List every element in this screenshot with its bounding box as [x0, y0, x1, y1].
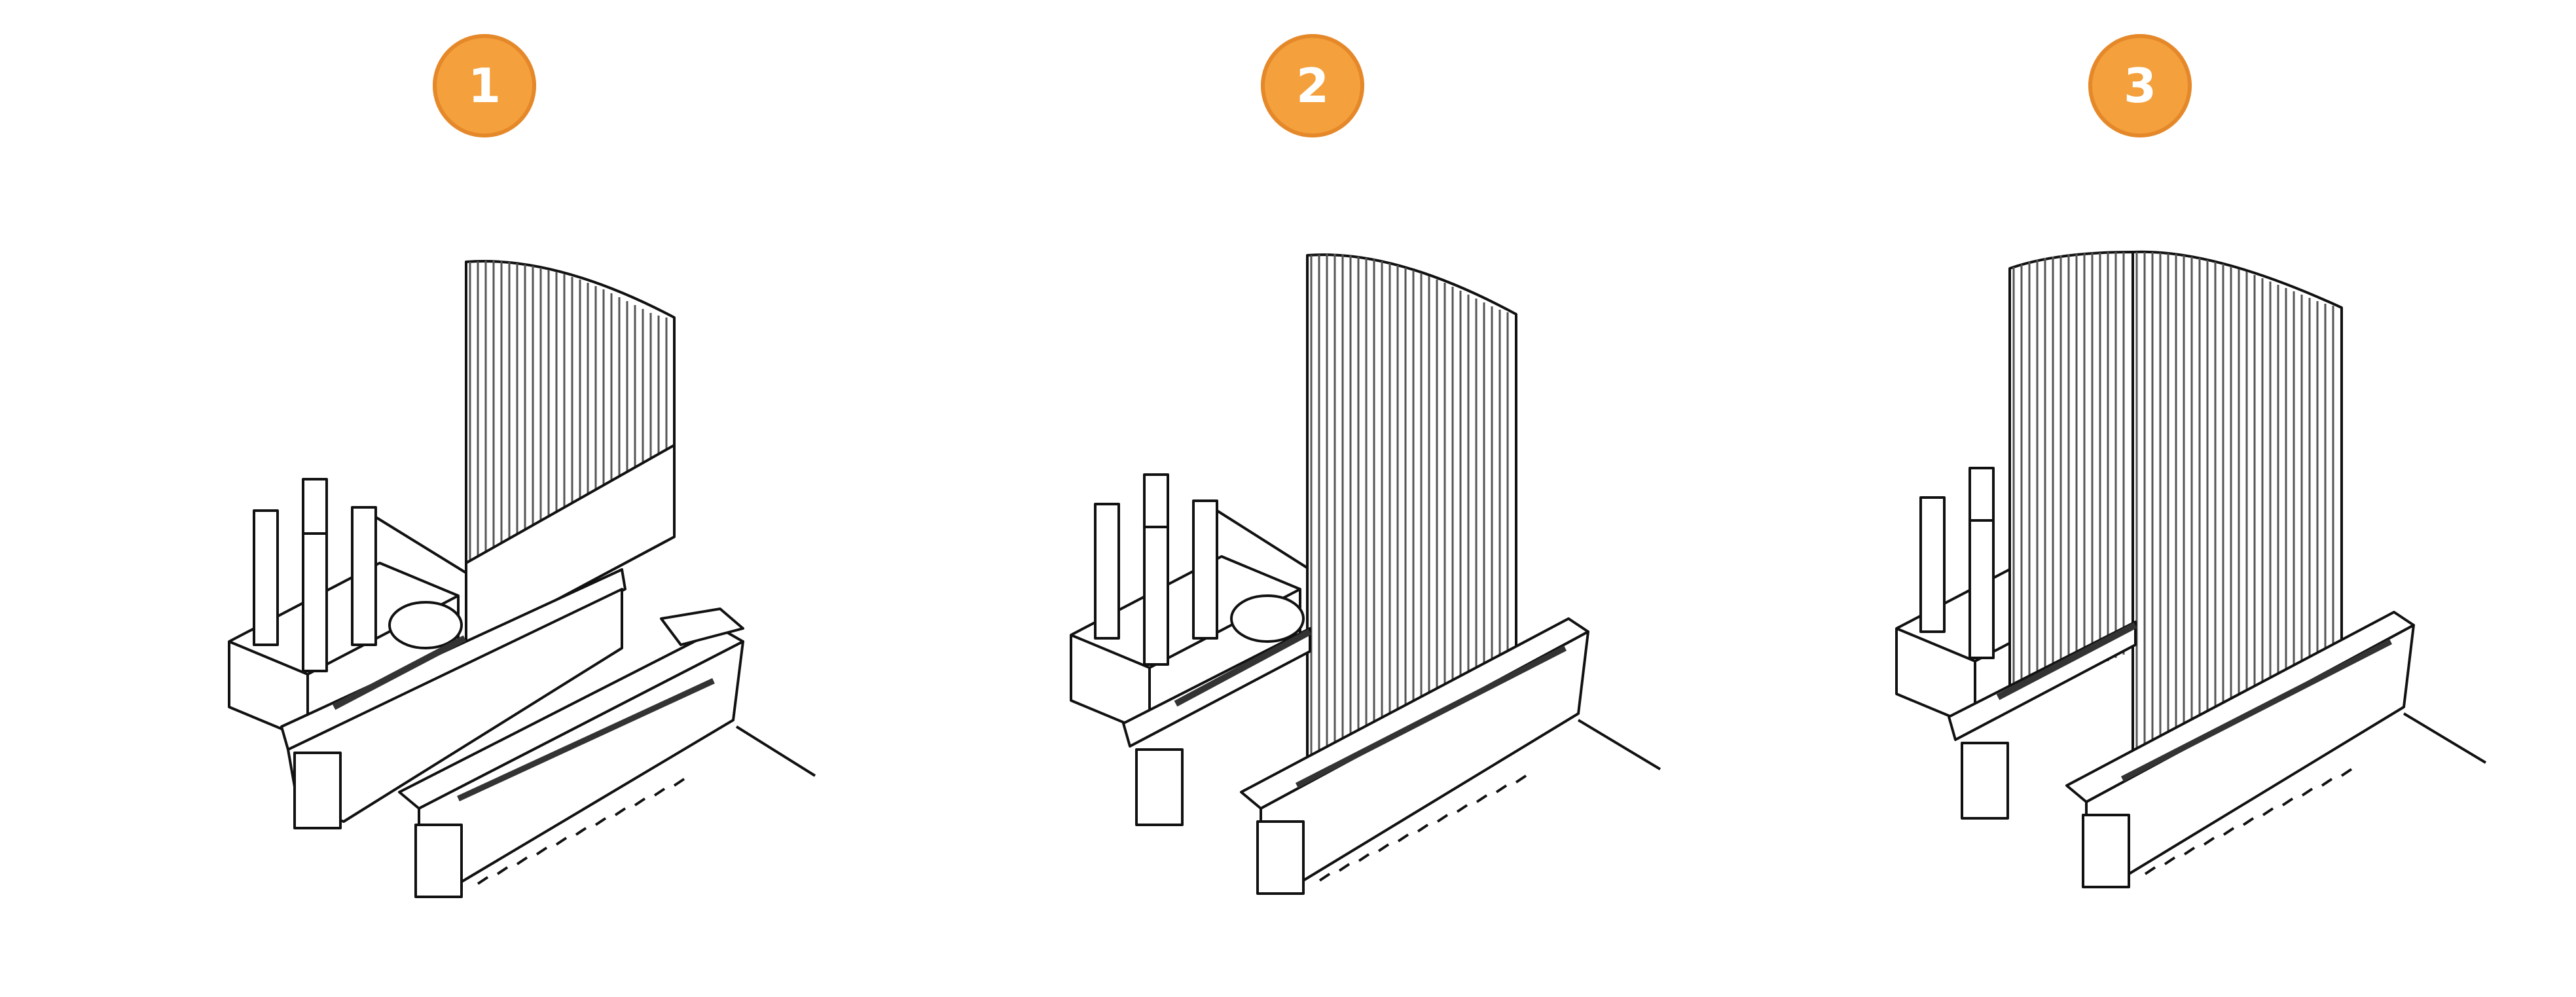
- fpc-connector-2: [399, 609, 743, 897]
- step-2-panel: 2: [858, 0, 1716, 997]
- step-3-number: 3: [2123, 58, 2157, 113]
- fpc-connector-2: [2067, 612, 2414, 887]
- ribbon-cable-back: [2010, 252, 2133, 704]
- step-1-connector-illustration: [0, 0, 858, 997]
- ribbon-cable: [2133, 252, 2342, 779]
- step-3-panel: 3: [1716, 0, 2575, 997]
- fpc-connector-2: [1241, 619, 1588, 894]
- step-2-connector-illustration: [858, 0, 1716, 997]
- header-pins: [1095, 475, 1217, 664]
- ribbon-cable: [1307, 254, 1516, 786]
- ribbon-cable: [466, 261, 674, 648]
- step-1-number: 1: [467, 58, 501, 113]
- step-3-badge: 3: [2088, 34, 2192, 137]
- step-3-connector-illustration: [1716, 0, 2575, 997]
- fpc-connector-1: [1123, 628, 1310, 825]
- fpc-connector-1: [1949, 622, 2135, 818]
- step-2-badge: 2: [1261, 34, 1364, 137]
- step-2-number: 2: [1296, 58, 1330, 113]
- header-pins: [1921, 468, 1993, 658]
- fpc-connector-1: [281, 570, 625, 828]
- header-pins: [254, 479, 376, 671]
- step-1-badge: 1: [433, 34, 536, 137]
- step-1-panel: 1: [0, 0, 858, 997]
